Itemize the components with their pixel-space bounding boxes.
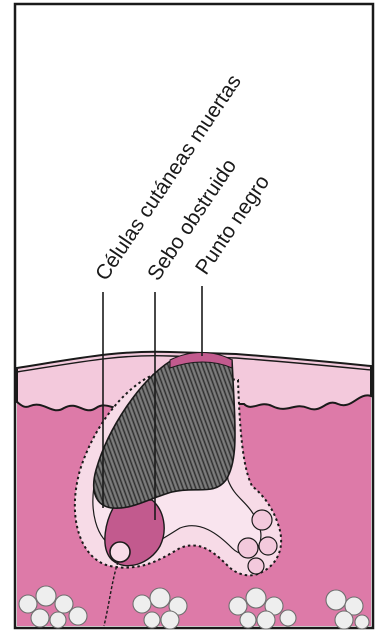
hair-bulb: [110, 542, 130, 562]
